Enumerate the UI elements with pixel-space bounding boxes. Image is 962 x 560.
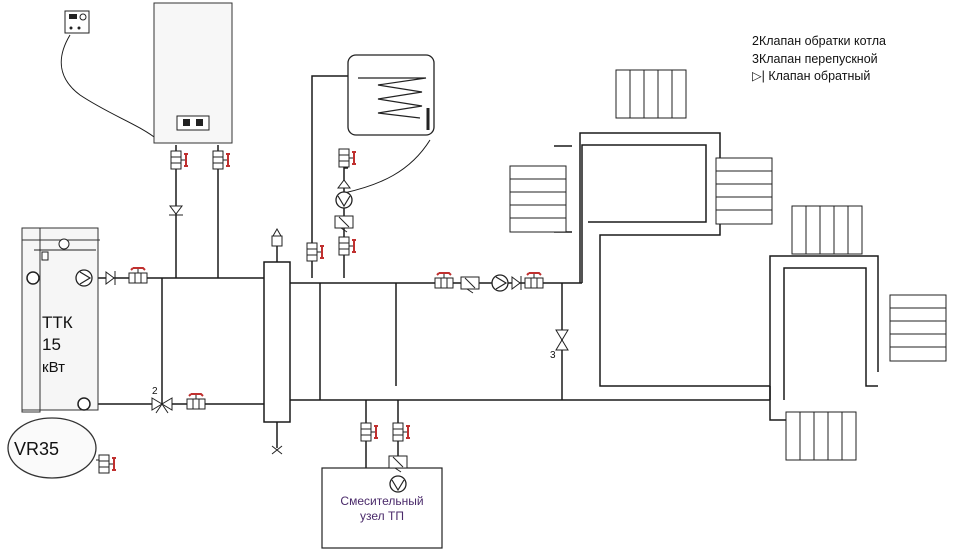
ball-valve-icon [98,454,117,474]
radiator-top [615,69,687,119]
radiator-right-top [791,205,863,255]
ball-valve-icon [186,393,206,410]
radiator-center [715,157,773,225]
ball-valve-icon [338,236,357,256]
ball-valve-icon [338,148,357,168]
check-valve-icon [105,271,116,285]
expansion-tank [7,417,106,479]
pump-icon [491,274,509,292]
ball-valve-icon [392,422,411,442]
drain-valve-icon [271,445,283,455]
gas-boiler [153,2,233,144]
solid-boiler-label-line1: ТТК [42,313,73,332]
return-valve-icon [151,397,173,414]
mixing-unit-label-line1: Смесительный [340,494,423,508]
filter-icon [334,215,354,233]
ball-valve-icon [524,272,544,289]
dhw-tank [347,54,435,136]
pump-icon [335,191,353,209]
bypass-valve-icon [555,329,569,351]
radiator-right [889,294,947,362]
ball-valve-icon [128,267,148,284]
mixing-unit-box [321,467,443,549]
ball-valve-icon [170,150,189,170]
mixing-unit-label-line2: узел ТП [360,509,404,523]
bypass-valve-marker: 3 [550,350,556,361]
solid-boiler-label-line2: 15 [42,335,61,354]
radiator-left [509,165,567,233]
air-vent-icon [271,227,283,247]
legend-item-check-valve: ▷| Клапан обратный [752,69,871,83]
room-thermostat [64,10,90,34]
legend-item-bypass-valve: 3Клапан перепускной [752,51,878,66]
hydraulic-separator [263,261,291,423]
check-valve-legend-icon: ▷| [752,69,765,83]
pump-icon [75,269,93,287]
ball-valve-icon [434,272,454,289]
thermostat-cable [60,34,159,141]
check-valve-icon [511,276,522,290]
check-valve-icon [169,205,183,216]
ball-valve-icon [306,242,325,262]
filter-icon [460,276,480,294]
dhw-supply-pipe [311,75,352,278]
legend-item-return-valve: 2Клапан обратки котла [752,34,886,48]
solid-fuel-boiler [21,227,100,413]
pump-icon [389,475,407,493]
legend: 2Клапан обратки котла 3Клапан перепускно… [752,33,886,86]
ball-valve-icon [212,150,231,170]
expansion-tank-label: VR35 [14,439,59,459]
solid-boiler-label-line3: кВт [42,359,65,376]
radiator-loop-1 [579,132,770,387]
radiator-bottom [785,411,857,461]
ball-valve-icon [360,422,379,442]
return-valve-marker: 2 [152,386,158,397]
check-valve-icon [337,179,351,189]
